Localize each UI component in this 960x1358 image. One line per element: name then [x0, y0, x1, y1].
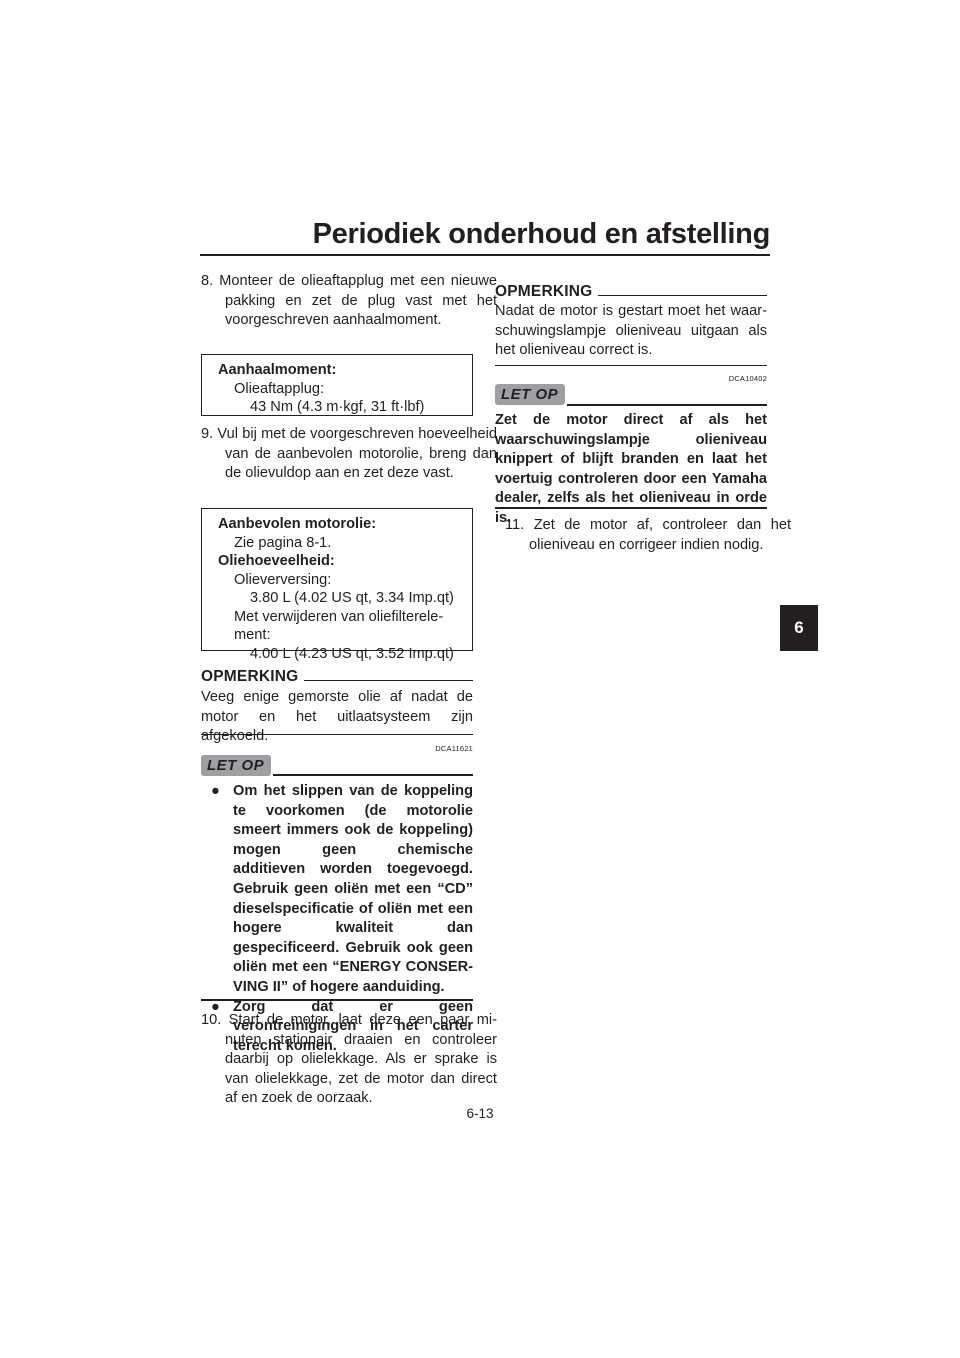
- page-title: Periodiek onderhoud en afstelling: [312, 218, 771, 250]
- note-title-right: OPMERKING: [495, 283, 767, 301]
- torque-heading: Aanhaalmoment:: [218, 362, 337, 378]
- caution-bullet-1-text: Om het slippen van de koppeling te voork…: [233, 783, 473, 995]
- note-title-left-text: OPMERKING: [201, 668, 299, 685]
- caution-badge-left: LET OP: [201, 755, 272, 776]
- caution-code-right: DCA10402: [728, 374, 767, 383]
- note-end-rule-left: [201, 734, 473, 735]
- page-number: 6-13: [466, 1106, 494, 1121]
- oil-line-1: Zie pagina 8-1.: [234, 534, 332, 551]
- caution-bullet-1: ● Om het slippen van de koppeling te voo…: [211, 782, 473, 998]
- oil-line-3: 3.80 L (4.02 US qt, 3.34 Imp.qt): [250, 590, 454, 606]
- oil-line-5: ment:: [234, 627, 271, 643]
- caution-bottom-rule-right: [495, 507, 767, 509]
- torque-value: 43 Nm (4.3 m·kgf, 31 ft·lbf): [250, 399, 425, 415]
- caution-badge-right: LET OP: [495, 384, 566, 405]
- step-10: 10. Start de motor, laat deze een paar m…: [201, 1012, 497, 1106]
- caution-bottom-rule-left: [201, 999, 473, 1001]
- step-11: 11. Zet de motor af, controleer dan het …: [505, 517, 791, 553]
- caution-bullet-2-text: Zorg dat er geen verontreinigingen in he…: [233, 998, 473, 1054]
- step-9: 9. Vul bij met de voorgeschreven hoe­vee…: [201, 426, 497, 481]
- oil-heading-quantity: Oliehoeveelheid:: [218, 553, 335, 569]
- step-8: 8. Monteer de olieaftapplug met een nieu…: [201, 273, 497, 328]
- note-text-right: Nadat de motor is gestart moet het waar­…: [495, 303, 767, 358]
- caution-top-rule-right: [567, 404, 767, 406]
- oil-line-6: 4.00 L (4.23 US qt, 3.52 Imp.qt): [250, 645, 454, 662]
- torque-spec-box: Aanhaalmoment: Olieaftapplug: 43 Nm (4.3…: [201, 354, 473, 416]
- note-end-rule-right: [495, 365, 767, 366]
- note-text-left: Veeg enige gemorste olie af nadat de mot…: [201, 689, 473, 744]
- oil-line-4: Met verwijderen van oliefilterele-: [234, 608, 444, 625]
- caution-bullet-2: ● Zorg dat er geen verontreinigingen in …: [211, 998, 473, 1057]
- caution-text-right: Zet de motor direct af als het waarschu­…: [495, 412, 767, 526]
- note-title-right-text: OPMERKING: [495, 283, 593, 300]
- caution-code-left: DCA11621: [435, 744, 473, 753]
- oil-heading-recommended: Aanbevolen motorolie:: [218, 516, 377, 532]
- oil-line-2: Olieverversing:: [234, 571, 332, 588]
- chapter-tab: 6: [780, 605, 818, 651]
- header-rule: [200, 254, 770, 256]
- torque-item: Olieaftapplug:: [234, 380, 325, 397]
- caution-top-rule-left: [273, 774, 473, 776]
- oil-spec-box: Aanbevolen motorolie: Zie pagina 8-1. Ol…: [201, 508, 473, 662]
- caution-list-left: ● Om het slippen van de koppeling te voo…: [211, 782, 473, 1056]
- bullet-icon: ●: [211, 998, 220, 1015]
- bullet-icon: ●: [211, 783, 220, 799]
- note-title-left: OPMERKING: [201, 668, 473, 686]
- note-title-left-line: [304, 679, 473, 681]
- note-title-right-line: [598, 294, 767, 296]
